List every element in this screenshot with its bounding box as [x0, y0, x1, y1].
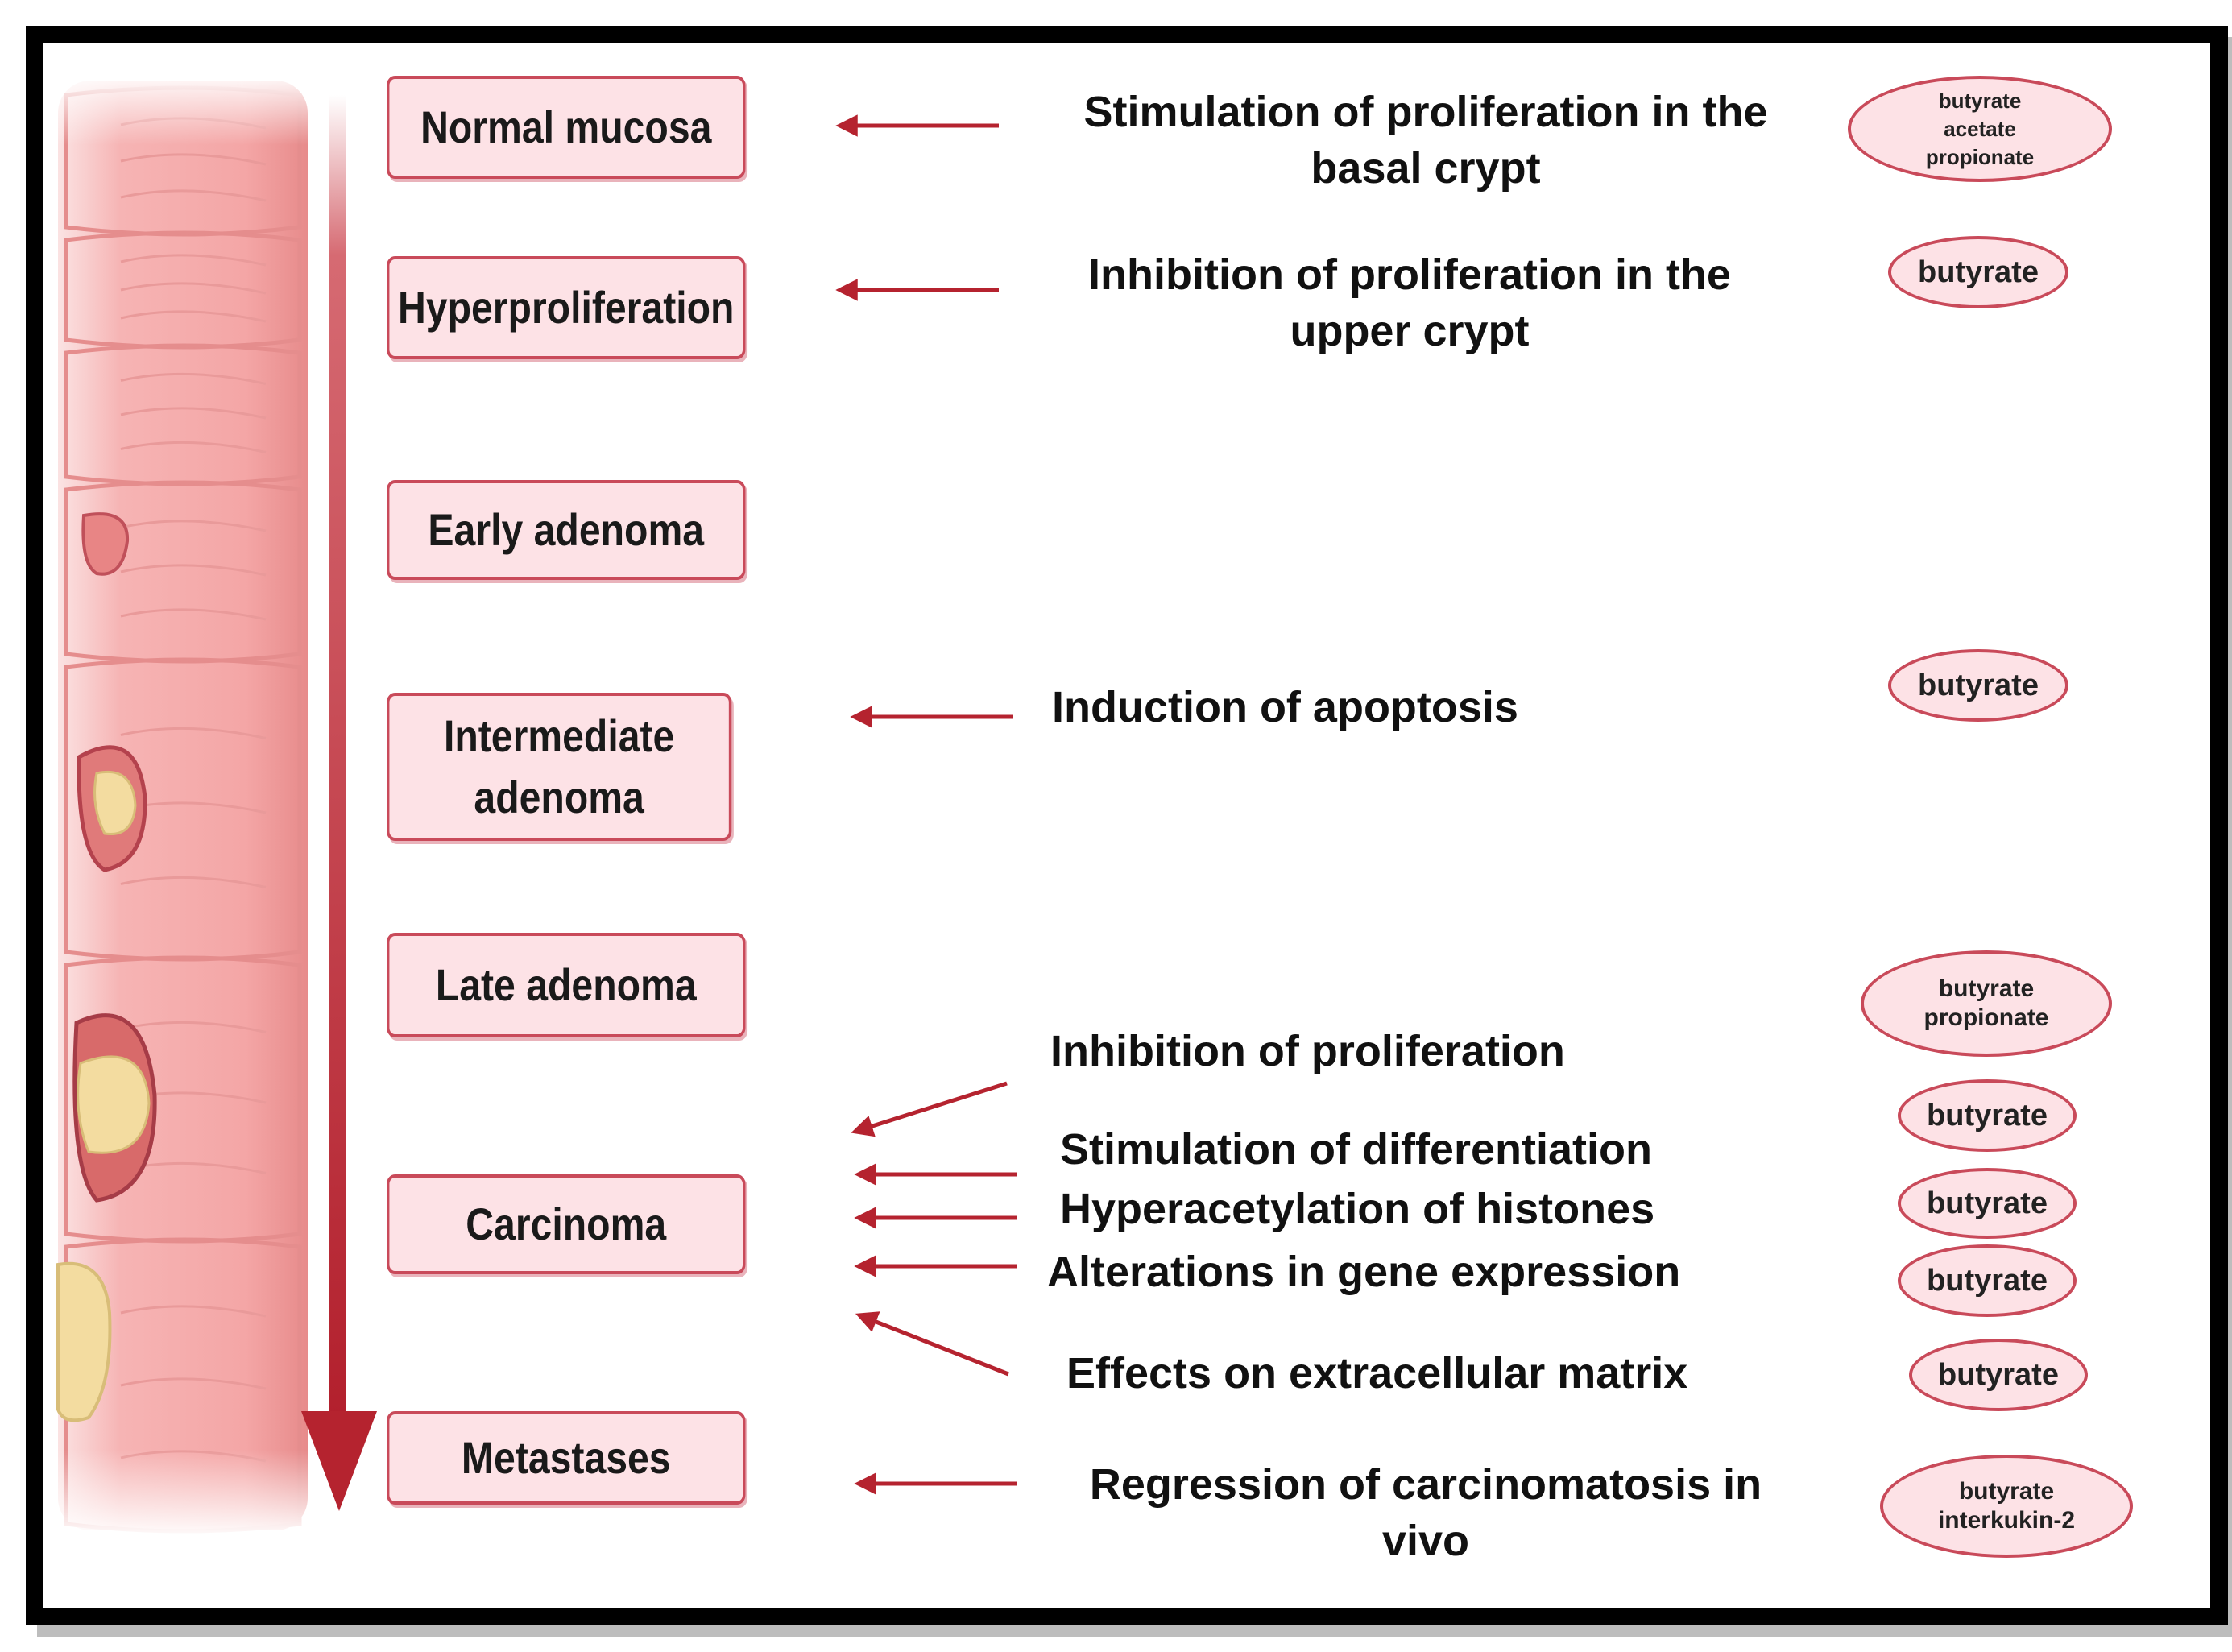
colon-fold — [120, 372, 267, 385]
effect-regression: Regression of carcinomatosis in vivo — [1089, 1460, 1762, 1565]
colon-fold — [120, 441, 267, 453]
colon-fold — [120, 254, 267, 267]
agent-pill-upper-crypt: butyrate — [1888, 236, 2068, 308]
agent-label: butyrate — [1927, 1263, 2048, 1298]
effect-histones: Hyperacetylation of histones — [1060, 1185, 1655, 1233]
colon-illustration — [48, 72, 322, 1538]
connector-arrows — [835, 114, 1017, 1495]
agent-label: butyrate — [1938, 1357, 2059, 1392]
effect-basal-crypt: Stimulation of proliferation in the basa… — [1083, 88, 1768, 193]
agent-label: butyrate — [1938, 88, 2022, 113]
colon-fold — [120, 608, 267, 621]
progression-arrow — [301, 95, 377, 1511]
agent-label: butyrate — [1958, 1478, 2055, 1505]
carcinoma-lesion — [56, 1261, 112, 1422]
effect-gene-expression: Alterations in gene expression — [1047, 1248, 1681, 1296]
stage-hyperproliferation: Hyperproliferation — [387, 256, 746, 359]
colon-fold — [120, 1021, 267, 1033]
agent-label: propionate — [1923, 1004, 2049, 1031]
stage-carcinoma: Carcinoma — [387, 1174, 746, 1274]
stage-normal-mucosa: Normal mucosa — [387, 76, 746, 179]
stage-early-adenoma: Early adenoma — [387, 480, 746, 580]
agent-label: butyrate — [1918, 668, 2039, 702]
agent-pill-regression: butyrate interkukin-2 — [1880, 1455, 2133, 1558]
agent-label: acetate — [1944, 116, 2016, 141]
arrow-matrix — [855, 1311, 1009, 1377]
agent-pill-matrix: butyrate — [1909, 1339, 2088, 1411]
effect-upper-crypt: Inhibition of proliferation in the upper… — [1088, 250, 1731, 355]
agent-pill-gene-expression: butyrate — [1898, 1244, 2077, 1317]
intermediate-adenoma-lesion — [77, 745, 147, 872]
early-adenoma-lesion — [81, 512, 130, 576]
agent-label: butyrate — [1927, 1098, 2048, 1132]
late-adenoma-lesion — [72, 1013, 157, 1203]
colon-fold — [120, 520, 267, 532]
agent-label: butyrate — [1938, 975, 2035, 1002]
agent-label: butyrate — [1918, 255, 2039, 289]
colon-fold — [120, 310, 267, 323]
colon-fold — [120, 727, 267, 739]
colon-fold — [120, 1377, 267, 1390]
colon-fold — [120, 153, 267, 166]
agent-pill-differentiation: butyrate — [1898, 1079, 2077, 1152]
colon-fold — [120, 564, 267, 577]
effect-matrix: Effects on extracellular matrix — [1066, 1349, 1688, 1397]
stage-late-adenoma: Late adenoma — [387, 933, 746, 1037]
agent-pill-apoptosis: butyrate — [1888, 649, 2068, 722]
colon-fold — [120, 1305, 267, 1318]
stage-metastases: Metastases — [387, 1411, 746, 1505]
effect-differentiation: Stimulation of differentiation — [1060, 1125, 1652, 1174]
stage-intermediate-adenoma: Intermediate adenoma — [387, 693, 732, 841]
effect-apoptosis: Induction of apoptosis — [1052, 683, 1518, 731]
effect-inhibition: Inhibition of proliferation — [1050, 1027, 1565, 1075]
colon-fold — [120, 407, 267, 420]
agent-pill-basal-crypt: butyrate acetate propionate — [1848, 76, 2112, 182]
colon-fold — [120, 876, 267, 888]
agent-label: interkukin-2 — [1937, 1507, 2076, 1534]
agent-pill-histones: butyrate — [1898, 1168, 2077, 1239]
colon-fold — [120, 189, 267, 202]
arrow-inhibition — [851, 1081, 1008, 1137]
agent-pill-inhibition: butyrate propionate — [1861, 950, 2112, 1057]
agent-label: propionate — [1925, 144, 2035, 169]
colon-fold — [120, 282, 267, 295]
agent-label: butyrate — [1927, 1186, 2048, 1220]
